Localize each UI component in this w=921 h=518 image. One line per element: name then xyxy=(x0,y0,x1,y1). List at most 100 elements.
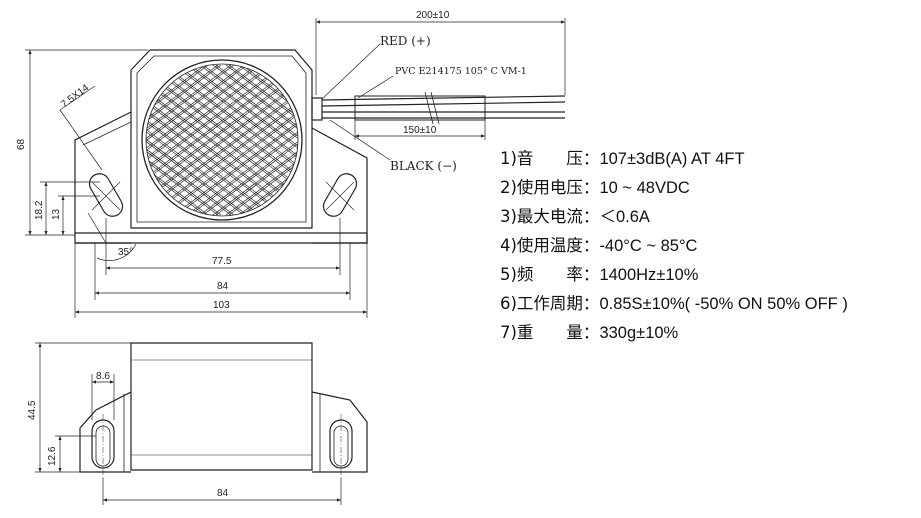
side-housing-outline xyxy=(130,342,313,471)
grille-line xyxy=(241,64,298,216)
grille-line xyxy=(146,64,298,216)
front-view xyxy=(74,49,566,244)
dim-angle: 35° xyxy=(118,247,133,258)
dim-44-5: 44.5 xyxy=(27,400,38,420)
grille-rim xyxy=(141,59,303,221)
pvc-sleeve xyxy=(354,95,486,121)
dim-103: 103 xyxy=(213,300,230,311)
grille-line xyxy=(146,64,222,216)
grille-line xyxy=(225,64,298,216)
grille-line xyxy=(277,64,298,216)
grille-line xyxy=(189,64,298,216)
front-view-texts: 200±10 150±10 68 18.2 13 7.5X14 35° 77.5… xyxy=(16,10,527,311)
grille-line xyxy=(202,64,298,216)
grille-line xyxy=(146,64,287,216)
spec-temperature: 4)使用温度：-40°C ~ 85°C xyxy=(500,236,697,256)
grille-line xyxy=(307,65,507,215)
spec-key: 7)重 量： xyxy=(500,323,600,342)
grille-line xyxy=(146,64,209,216)
grille-line xyxy=(212,64,298,216)
grille-line xyxy=(146,64,222,216)
grille-line xyxy=(186,64,298,216)
grille-line xyxy=(225,64,298,216)
side-view-dimensions xyxy=(35,342,342,505)
spec-key: 2)使用电压： xyxy=(500,178,600,197)
grille-line xyxy=(163,64,298,216)
grille-line xyxy=(176,64,298,216)
spec-value: ＜0.6A xyxy=(599,208,650,226)
left-slot xyxy=(88,173,124,217)
dim-18-2: 18.2 xyxy=(34,200,45,220)
grille-line xyxy=(307,65,507,215)
grille-line xyxy=(215,64,298,216)
grille-line xyxy=(290,64,298,216)
label-pvc: PVC E214175 105° C VM-1 xyxy=(395,66,527,77)
left-mounting-wing xyxy=(74,111,132,244)
grille-line xyxy=(146,64,248,216)
spec-key: 6)工作周期： xyxy=(500,294,600,313)
dim-8-6: 8.6 xyxy=(96,371,110,382)
cable-grommet xyxy=(311,97,323,121)
grille-line xyxy=(146,64,183,216)
grille-line xyxy=(228,64,298,216)
dim-84-bottom: 84 xyxy=(217,488,229,499)
front-view-dimensions xyxy=(25,18,566,318)
grille-line xyxy=(199,64,298,216)
right-mounting-wing xyxy=(311,127,368,244)
base-flange xyxy=(75,232,368,244)
grille-line xyxy=(264,64,298,216)
spec-value: 0.85S±10%( -50% ON 50% OFF ) xyxy=(599,295,848,313)
grille-line xyxy=(146,64,298,216)
dim-total-length: 200±10 xyxy=(416,10,450,21)
label-red: RED (+) xyxy=(380,34,431,48)
grille-line xyxy=(202,64,298,216)
grille-line xyxy=(146,64,196,216)
spec-duty-cycle: 6)工作周期：0.85S±10%( -50% ON 50% OFF ) xyxy=(500,294,848,314)
spec-value: 1400Hz±10% xyxy=(599,266,699,284)
right-slot xyxy=(322,173,358,217)
grille-line xyxy=(146,64,196,216)
grille-line xyxy=(146,64,298,216)
grille-line xyxy=(293,64,298,216)
spec-key: 4)使用温度： xyxy=(500,236,600,255)
spec-value: -40°C ~ 85°C xyxy=(599,237,698,255)
side-left-wing xyxy=(79,391,132,473)
grille-line xyxy=(150,64,298,216)
grille-line xyxy=(146,64,298,216)
grille-line xyxy=(173,64,298,216)
side-view-texts: 44.5 12.6 8.6 84 xyxy=(27,371,229,499)
spec-key: 3)最大电流： xyxy=(500,207,600,226)
grille-line xyxy=(146,64,235,216)
grille-line xyxy=(212,64,298,216)
grille-line xyxy=(264,64,298,216)
dim-84-top: 84 xyxy=(217,281,229,292)
spec-value: 107±3dB(A) AT 4FT xyxy=(599,150,745,168)
grille-line xyxy=(146,64,298,216)
dim-sleeve-length: 150±10 xyxy=(403,125,437,136)
grille-line xyxy=(290,64,298,216)
spec-weight: 7)重 量：330g±10% xyxy=(500,323,678,343)
spec-value: 10 ~ 48VDC xyxy=(599,179,690,197)
dim-12-6: 12.6 xyxy=(47,446,58,466)
dim-slot-size: 7.5X14 xyxy=(59,82,91,110)
grille-line xyxy=(241,64,298,216)
grille-line xyxy=(293,64,298,216)
grille-line xyxy=(146,64,235,216)
spec-frequency: 5)频 率：1400Hz±10% xyxy=(500,265,698,285)
grille-line xyxy=(146,64,274,216)
grille-line xyxy=(146,64,193,216)
red-wire xyxy=(321,95,566,101)
grille-line xyxy=(146,64,209,216)
side-right-wing xyxy=(311,391,368,473)
grille-line xyxy=(146,64,193,216)
grille-line xyxy=(146,64,298,216)
spec-current: 3)最大电流：＜0.6A xyxy=(500,207,650,227)
side-view xyxy=(79,342,368,478)
grille-line xyxy=(280,64,298,216)
grille-line xyxy=(215,64,298,216)
grille-line xyxy=(228,64,298,216)
spec-key: 5)频 率： xyxy=(500,265,600,284)
grille-line xyxy=(238,64,298,216)
grille-line xyxy=(146,64,298,216)
